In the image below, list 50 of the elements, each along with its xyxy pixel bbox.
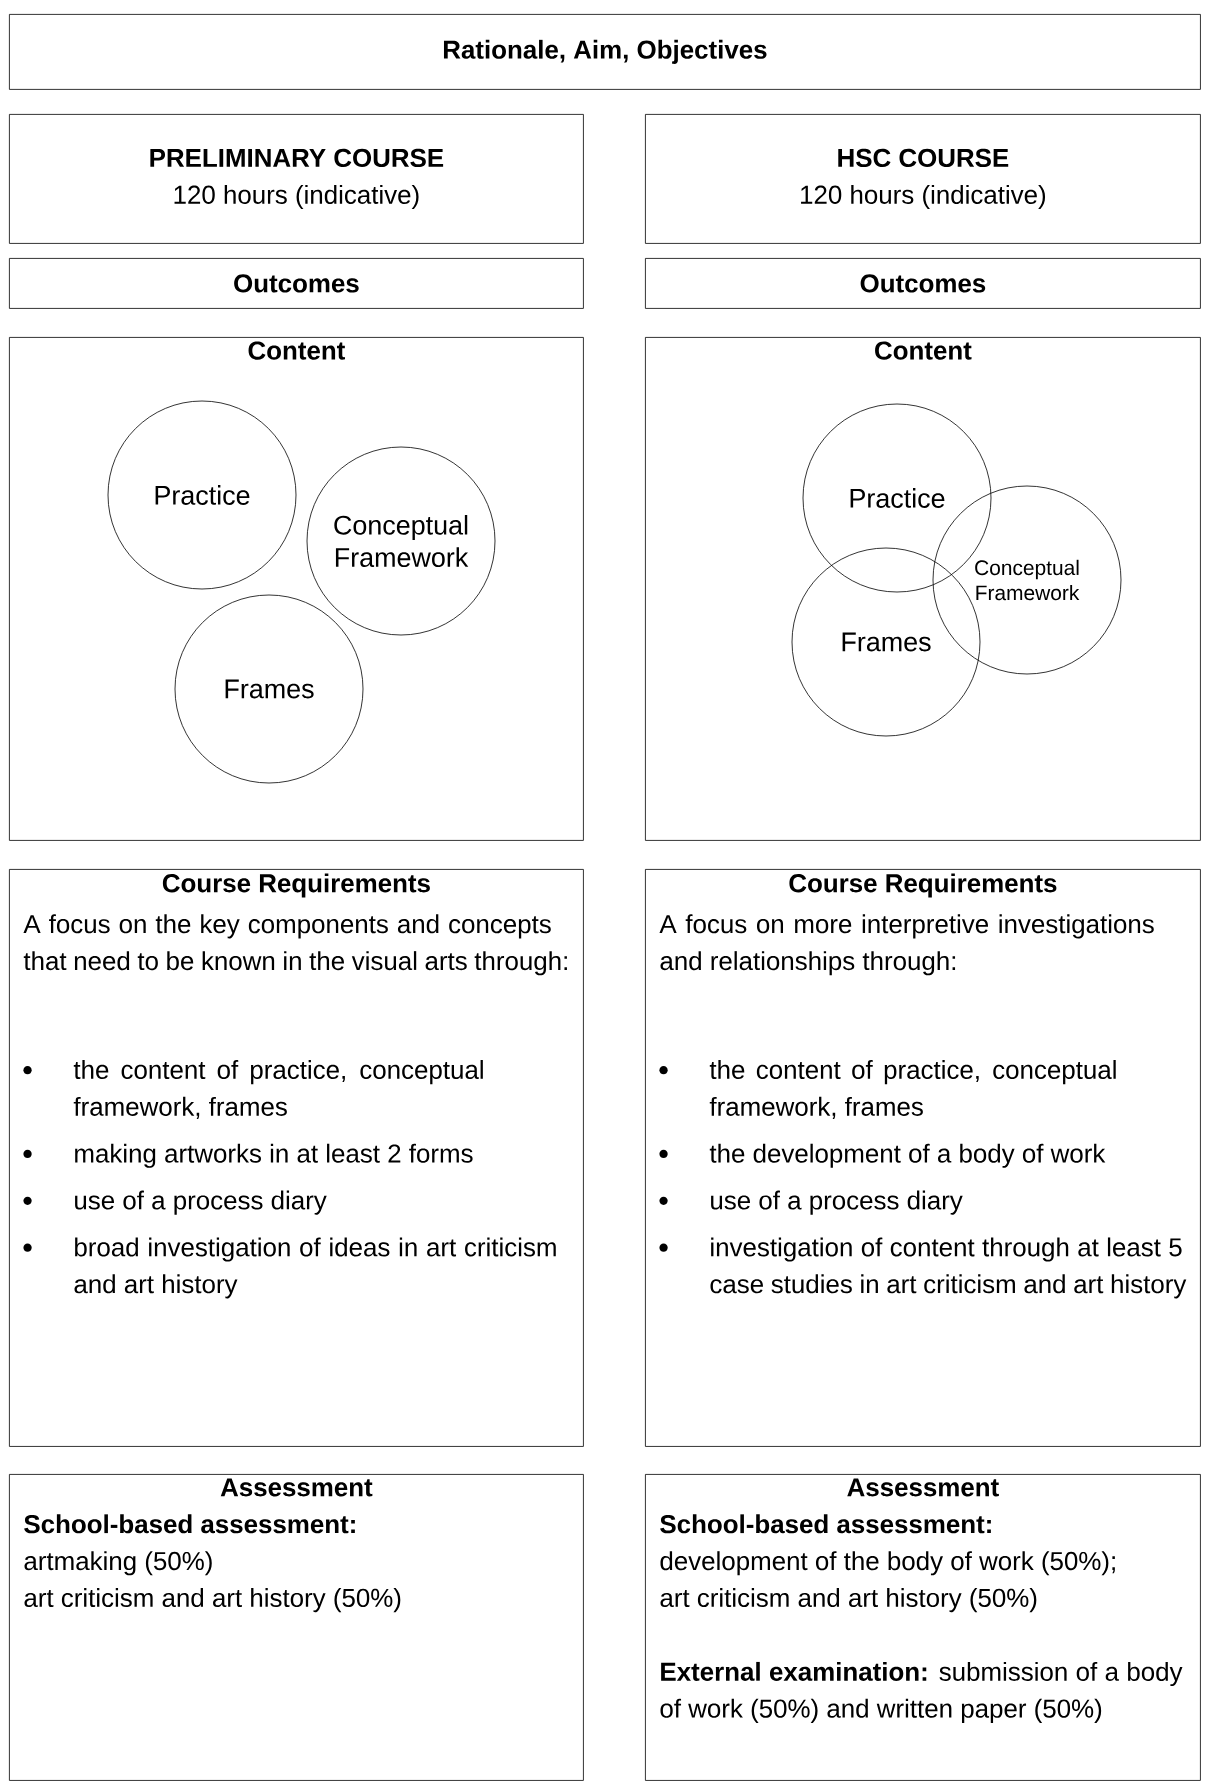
content-panel	[645, 337, 1201, 841]
circle-label: Frames	[842, 632, 931, 652]
bullet-item: making artworks in at least 2 forms	[23, 1143, 473, 1168]
assessment-text: artmaking (50%)	[24, 1551, 212, 1576]
course-box	[645, 114, 1201, 244]
bullet-item: use of a process diary	[659, 1190, 963, 1215]
assessment-box	[9, 1474, 584, 1781]
heading: Content	[875, 341, 972, 360]
course-title: HSC COURSE	[838, 148, 1009, 168]
assessment-text: art criticism and art history (50%)	[24, 1588, 401, 1613]
assessment-text: development of the body of work (50%);	[660, 1551, 1115, 1576]
heading: Course Requirements	[789, 873, 1057, 898]
course-title: PRELIMINARY COURSE	[150, 148, 444, 168]
heading: Outcomes	[234, 274, 359, 293]
intro-paragraph: A focus on more interpretive investigations and relationships through:	[659, 914, 1154, 976]
assessment-text: External examination: submission of a body of work (50%) and written paper (50%)	[660, 1661, 1183, 1723]
requirements-box	[9, 869, 584, 1447]
heading: Rationale, Aim, Objectives	[443, 39, 767, 64]
bullet-item: the development of a body of work	[659, 1143, 1106, 1168]
circle-label: Conceptual Framework	[975, 559, 1080, 601]
bullet-item: use of a process diary	[23, 1190, 327, 1215]
bullet-item: broad investigation of ideas in art criticism and art history	[23, 1237, 556, 1299]
circle	[174, 594, 364, 784]
subheading: School-based assessment:	[660, 1514, 991, 1534]
intro-paragraph: A focus on the key components and concepts that need to be known in the visual arts through:	[23, 914, 567, 976]
heading: Content	[248, 341, 345, 360]
circle-label: Frames	[225, 679, 314, 699]
assessment-text: art criticism and art history (50%)	[660, 1588, 1037, 1613]
heading: Outcomes	[860, 274, 986, 293]
circle-label: Practice	[850, 488, 945, 508]
heading: Course Requirements	[162, 873, 430, 898]
circle-label: Practice	[155, 485, 250, 505]
circle-label: Conceptual Framework	[334, 515, 469, 568]
hours-note: 120 hours (indicative)	[801, 184, 1046, 210]
bullet-item: the content of practice, conceptual framework, frames	[23, 1060, 483, 1119]
assessment-box	[645, 1474, 1201, 1781]
heading: Assessment	[220, 1478, 373, 1497]
circle	[107, 400, 297, 590]
course-box	[9, 114, 584, 244]
requirements-box	[645, 869, 1201, 1447]
hours-note: 120 hours (indicative)	[174, 184, 419, 210]
bullet-item: investigation of content through at least 5 case studies in art criticism and art history	[659, 1237, 1187, 1299]
subheading: School-based assessment:	[24, 1514, 355, 1534]
bullet-item: the content of practice, conceptual framework, frames	[659, 1060, 1116, 1119]
heading-box	[9, 258, 584, 309]
heading-box	[9, 14, 1201, 90]
heading-box	[645, 258, 1201, 309]
content-panel	[9, 337, 584, 841]
circle	[306, 446, 496, 636]
heading: Assessment	[847, 1478, 999, 1497]
